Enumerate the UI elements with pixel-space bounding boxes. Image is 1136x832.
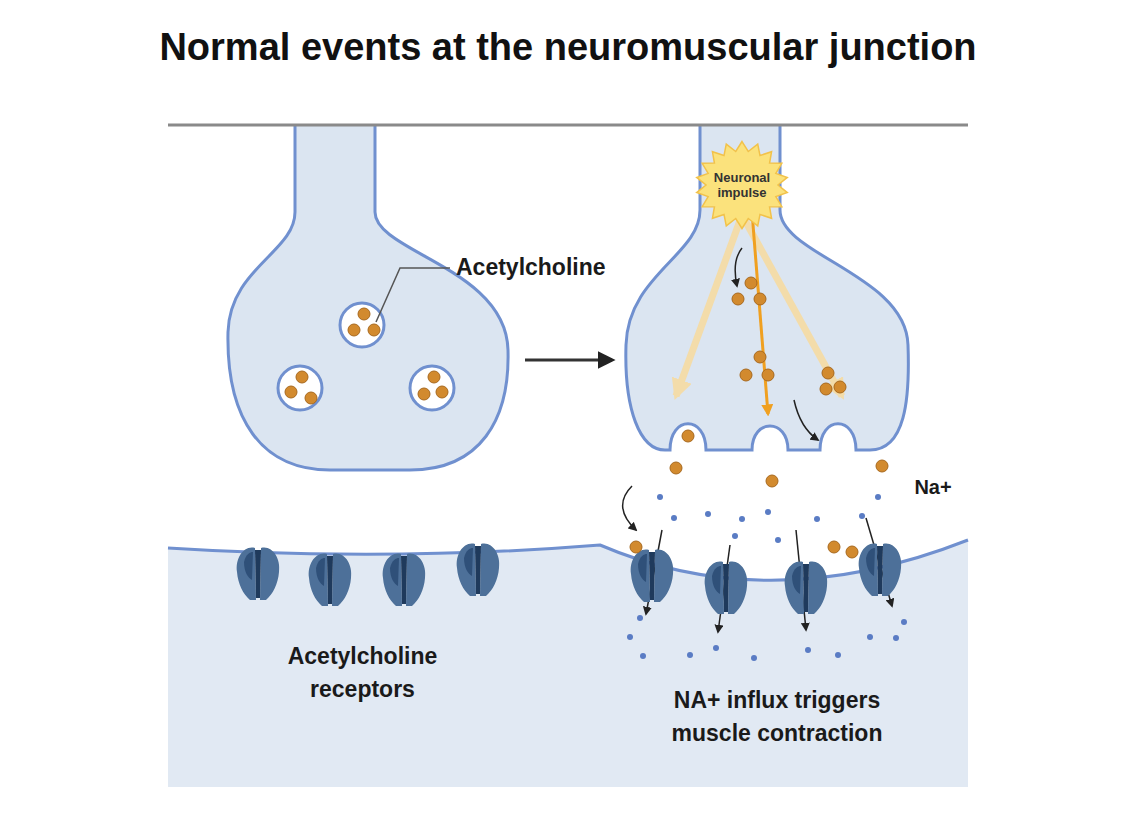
acetylcholine-molecule xyxy=(762,369,774,381)
illustration xyxy=(309,554,352,606)
impulse-beam xyxy=(752,212,768,414)
nerve-terminal xyxy=(228,125,508,470)
sodium-ion xyxy=(713,645,719,651)
acetylcholine-molecule xyxy=(670,462,682,474)
synaptic-vesicle xyxy=(340,303,384,347)
sodium-ion xyxy=(751,655,757,661)
illustration xyxy=(705,562,748,614)
sodium-ion xyxy=(893,635,899,641)
acetylcholine-molecule xyxy=(285,308,448,404)
acetylcholine-molecule xyxy=(766,475,778,487)
sodium-ion xyxy=(835,652,841,658)
part-label: Acetylcholine receptors xyxy=(250,640,475,706)
synaptic-vesicle xyxy=(278,303,454,410)
impulse-beam xyxy=(742,215,842,396)
acetylcholine-molecule xyxy=(418,388,430,400)
leader-line xyxy=(376,268,450,322)
muscle-cell xyxy=(168,540,968,787)
acetylcholine-molecule xyxy=(846,546,858,558)
sodium-ion xyxy=(867,634,873,640)
acetylcholine-molecule xyxy=(630,541,642,553)
acetylcholine-molecule xyxy=(822,367,834,379)
border-line xyxy=(168,124,968,127)
ion-label: Na+ xyxy=(902,472,964,502)
sodium-ion xyxy=(775,537,781,543)
illustration xyxy=(457,544,500,596)
acetylcholine-molecule xyxy=(436,386,448,398)
sodium-ion xyxy=(627,494,907,661)
sodium-ion xyxy=(805,647,811,653)
note-label: NA+ influx triggers muscle contraction xyxy=(637,684,917,750)
muscle-membrane xyxy=(168,540,968,580)
illustration xyxy=(631,550,674,602)
sodium-ion xyxy=(640,653,646,659)
acetylcholine-molecule xyxy=(732,293,744,305)
acetylcholine-molecule xyxy=(754,351,766,363)
acetylcholine-molecule xyxy=(876,460,888,472)
acetylcholine-molecule xyxy=(754,293,766,305)
node-label: Neuronal impulse xyxy=(707,170,777,200)
acetylcholine-molecule xyxy=(348,324,360,336)
motion-arrow xyxy=(623,486,636,530)
sodium-ion xyxy=(671,515,677,521)
sodium-ion xyxy=(627,634,633,640)
acetylcholine-molecule xyxy=(358,308,370,320)
impulse-beam xyxy=(676,212,842,414)
sodium-ion xyxy=(657,494,663,500)
transition-arrow xyxy=(525,359,612,362)
acetylcholine-molecule xyxy=(630,277,888,558)
sodium-ion xyxy=(687,652,693,658)
acetylcholine-molecule xyxy=(368,324,380,336)
motion-arrow xyxy=(794,400,818,440)
sodium-ion xyxy=(875,494,881,500)
motion-arrow xyxy=(735,248,742,286)
sodium-ion xyxy=(739,516,745,522)
sodium-ion xyxy=(859,513,865,519)
sodium-ion xyxy=(637,615,643,621)
motion-arrow xyxy=(623,248,892,632)
illustration xyxy=(785,562,828,614)
impulse-beam xyxy=(676,215,742,396)
acetylcholine-molecule xyxy=(296,371,308,383)
acetylcholine-molecule xyxy=(285,386,297,398)
illustration xyxy=(237,548,280,600)
diagram-title: Normal events at the neuromuscular junct… xyxy=(0,26,1136,69)
illustration xyxy=(383,554,426,606)
sodium-ion xyxy=(901,619,907,625)
acetylcholine-molecule xyxy=(820,383,832,395)
sodium-ion xyxy=(732,533,738,539)
acetylcholine-molecule xyxy=(740,369,752,381)
acetylcholine-molecule xyxy=(828,541,840,553)
sodium-ion xyxy=(765,509,771,515)
synaptic-vesicle xyxy=(410,366,454,410)
part-label: Acetylcholine xyxy=(456,252,676,282)
nerve-terminal xyxy=(626,125,909,450)
acetylcholine-molecule xyxy=(428,371,440,383)
sodium-ion xyxy=(705,511,711,517)
acetylcholine-molecule xyxy=(682,430,694,442)
impulse-burst: Neuronal impulse xyxy=(692,140,792,230)
acetylcholine-molecule xyxy=(305,392,317,404)
acetylcholine-molecule xyxy=(745,277,757,289)
acetylcholine-molecule xyxy=(834,381,846,393)
burst-shape xyxy=(697,142,788,229)
synaptic-vesicle xyxy=(278,366,322,410)
sodium-ion xyxy=(814,516,820,522)
illustration xyxy=(859,544,902,596)
